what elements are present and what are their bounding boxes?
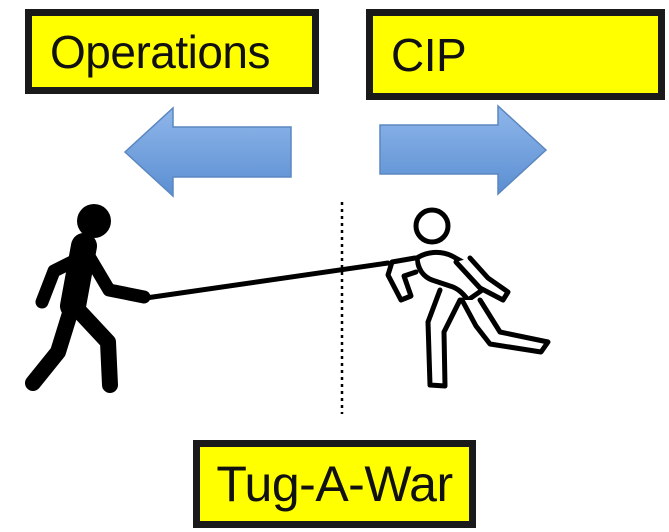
operations-label-text: Operations [50,25,271,78]
operations-label: Operations [25,9,319,94]
person-pulling-icon [25,204,151,393]
arrow-right-icon [379,104,548,196]
cip-label: CIP [366,9,665,100]
cip-label-text: CIP [391,28,467,81]
arrow-left-icon [123,106,292,198]
rope-line [143,260,391,301]
tug-a-war-label-text: Tug-A-War [216,456,453,512]
tug-a-war-label: Tug-A-War [193,440,476,528]
person-running-outline-icon [385,207,551,389]
